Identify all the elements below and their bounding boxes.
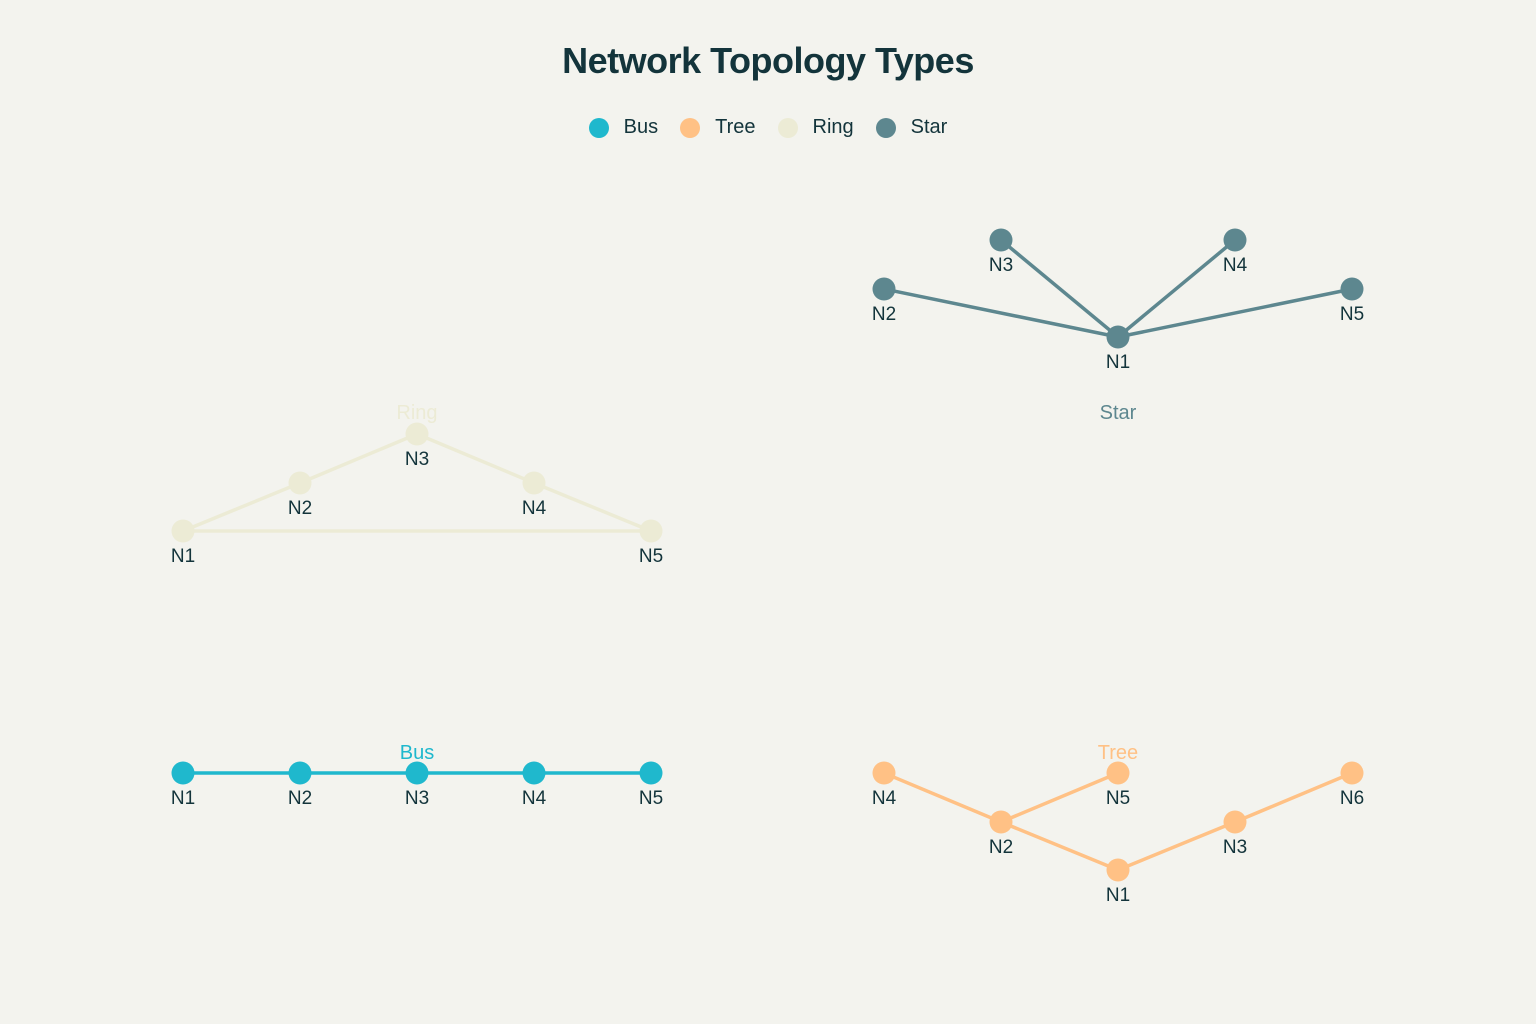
node-label-tree-n6: N6	[1340, 788, 1364, 809]
node-label-bus-n1: N1	[171, 788, 195, 809]
node-bus-n5[interactable]	[639, 761, 663, 785]
node-bus-n3[interactable]	[405, 761, 429, 785]
legend-label-star: Star	[910, 116, 948, 138]
edge-ring-n4-n5	[533, 481, 652, 533]
legend-swatch-tree	[680, 117, 701, 138]
edge-tree-n3-n6	[1234, 771, 1353, 824]
node-label-star-n4: N4	[1223, 255, 1248, 276]
node-label-star-n3: N3	[989, 255, 1013, 276]
node-star-n4[interactable]	[1223, 228, 1247, 252]
edge-ring-n2-n3	[299, 432, 418, 485]
node-label-ring-n1: N1	[171, 546, 195, 567]
legend-swatch-star	[875, 117, 896, 138]
node-tree-n5[interactable]	[1106, 761, 1130, 785]
node-bus-n2[interactable]	[288, 761, 312, 785]
edge-ring-n1-n2	[182, 481, 301, 533]
node-bus-n1[interactable]	[171, 761, 195, 785]
edge-tree-n2-n5	[1000, 771, 1119, 824]
node-label-ring-n2: N2	[288, 498, 312, 519]
legend-item-bus[interactable]: Bus	[588, 116, 659, 139]
node-star-n1[interactable]	[1106, 325, 1130, 349]
node-label-star-n5: N5	[1340, 304, 1364, 325]
node-tree-n3[interactable]	[1223, 810, 1247, 834]
node-label-tree-n3: N3	[1223, 837, 1247, 858]
node-ring-n3[interactable]	[405, 422, 429, 446]
node-star-n5[interactable]	[1340, 277, 1364, 301]
legend-label-bus: Bus	[623, 116, 659, 138]
edge-tree-n1-n2	[1000, 820, 1119, 872]
node-label-tree-n5: N5	[1106, 788, 1130, 809]
node-label-star-n1: N1	[1106, 352, 1130, 373]
legend-item-star[interactable]: Star	[875, 116, 948, 139]
node-label-tree-n1: N1	[1106, 885, 1130, 906]
node-ring-n5[interactable]	[639, 519, 663, 543]
edge-star-n1-n4	[1116, 238, 1237, 339]
edge-ring-n3-n4	[416, 432, 535, 485]
topology-label-ring: Ring	[396, 402, 437, 424]
node-label-ring-n5: N5	[639, 546, 663, 567]
legend-swatch-ring	[777, 117, 798, 138]
legend-label-ring: Ring	[812, 116, 854, 138]
node-label-bus-n2: N2	[288, 788, 312, 809]
node-ring-n4[interactable]	[522, 471, 546, 495]
node-label-tree-n2: N2	[989, 837, 1013, 858]
legend-item-tree[interactable]: Tree	[680, 116, 756, 139]
legend-item-ring[interactable]: Ring	[777, 116, 854, 139]
legend-swatch-bus	[588, 117, 609, 138]
node-bus-n4[interactable]	[522, 761, 546, 785]
diagram-title: Network Topology Types	[562, 40, 974, 81]
edge-tree-n1-n3	[1117, 820, 1236, 872]
node-star-n2[interactable]	[872, 277, 896, 301]
node-label-bus-n3: N3	[405, 788, 429, 809]
node-tree-n2[interactable]	[989, 810, 1013, 834]
edge-star-n1-n5	[1117, 287, 1353, 339]
node-label-tree-n4: N4	[872, 788, 897, 809]
node-tree-n1[interactable]	[1106, 858, 1130, 882]
node-ring-n1[interactable]	[171, 519, 195, 543]
node-ring-n2[interactable]	[288, 471, 312, 495]
node-label-ring-n4: N4	[522, 498, 547, 519]
legend-label-tree: Tree	[715, 116, 756, 138]
node-label-bus-n4: N4	[522, 788, 547, 809]
edge-tree-n2-n4	[883, 771, 1002, 824]
topology-label-tree: Tree	[1098, 742, 1138, 764]
node-tree-n4[interactable]	[872, 761, 896, 785]
node-star-n3[interactable]	[989, 228, 1013, 252]
node-label-ring-n3: N3	[405, 449, 429, 470]
node-label-star-n2: N2	[872, 304, 896, 325]
edge-star-n1-n2	[883, 287, 1119, 339]
legend: Bus Tree Ring Star	[0, 116, 1536, 139]
topology-label-star: Star	[1100, 402, 1137, 424]
node-label-bus-n5: N5	[639, 788, 663, 809]
topology-label-bus: Bus	[400, 742, 434, 764]
edge-star-n1-n3	[999, 238, 1120, 339]
node-tree-n6[interactable]	[1340, 761, 1364, 785]
